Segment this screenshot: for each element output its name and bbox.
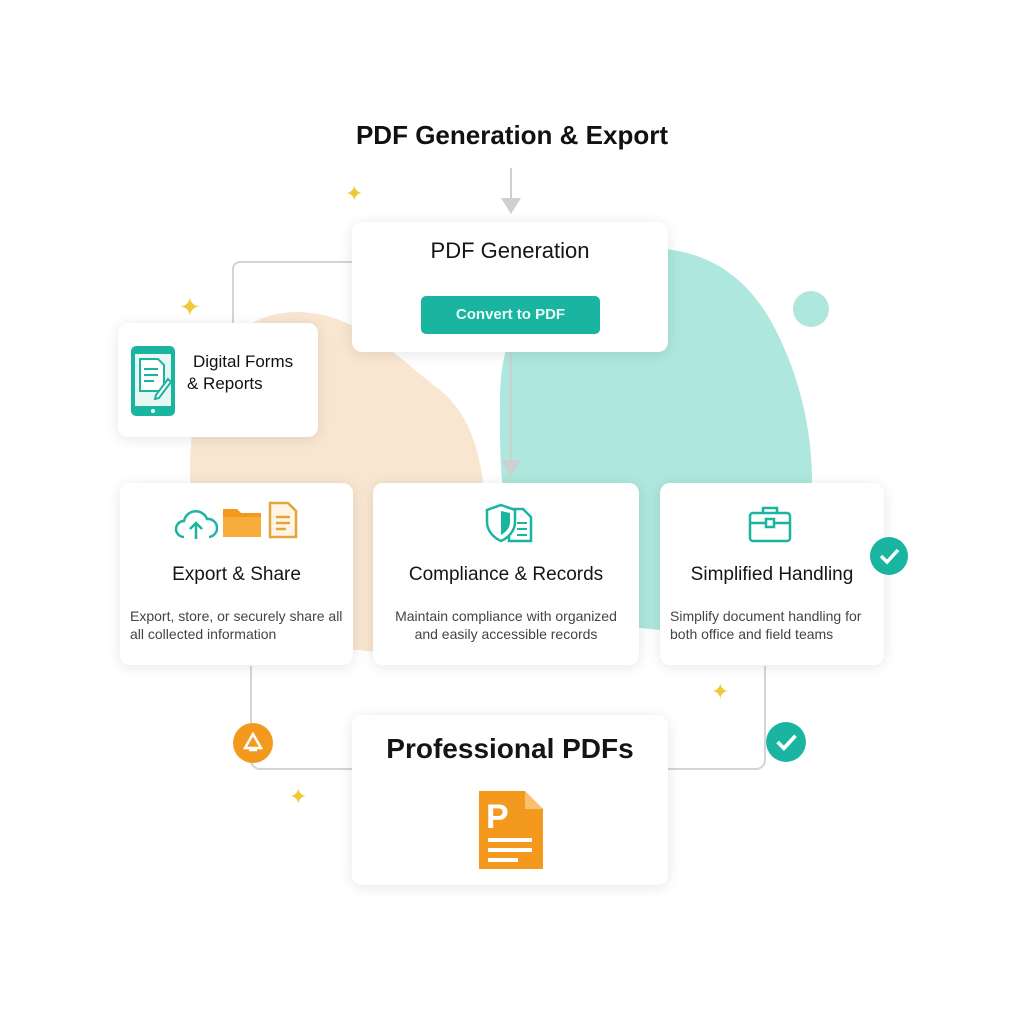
- folder-icon: [223, 509, 261, 537]
- pdf-generation-card: PDF Generation Convert to PDF: [352, 222, 668, 352]
- export-share-desc-1: Export, store, or securely share all: [130, 608, 343, 624]
- check-circle-icon: [766, 722, 806, 762]
- export-share-title: Export & Share: [172, 564, 301, 585]
- page-title: PDF Generation & Export: [355, 120, 669, 150]
- compliance-desc-1: Maintain compliance with organized: [395, 608, 617, 624]
- digital-forms-line1: Digital Forms: [193, 352, 294, 371]
- arrow-head-icon: [501, 198, 521, 214]
- cloud-upload-icon: [174, 510, 218, 539]
- connector-left: [250, 666, 354, 770]
- pdf-file-icon: P: [479, 791, 543, 869]
- export-share-desc-2: all collected information: [130, 626, 277, 642]
- arrow-line-top: [510, 168, 512, 204]
- tablet-form-icon: [131, 346, 175, 416]
- document-icon: [268, 501, 298, 539]
- compliance-records-card: Compliance & Records Maintain compliance…: [373, 483, 639, 665]
- orange-badge-icon: [233, 723, 273, 763]
- connector-forms: [232, 261, 354, 325]
- sparkle-icon: ✦: [711, 679, 730, 704]
- simplified-handling-title: Simplified Handling: [690, 564, 854, 585]
- svg-text:P: P: [486, 798, 509, 836]
- convert-to-pdf-button[interactable]: Convert to PDF: [421, 296, 600, 334]
- compliance-desc-2: and easily accessible records: [414, 626, 598, 642]
- digital-forms-line2: & Reports: [187, 374, 263, 393]
- simplified-desc-1: Simplify document handling for: [670, 608, 862, 624]
- pdf-generation-title: PDF Generation: [430, 238, 590, 263]
- compliance-records-title: Compliance & Records: [408, 564, 604, 585]
- shield-document-icon: [485, 503, 533, 543]
- sparkle-icon: ✦: [345, 181, 364, 206]
- arrow-head-icon: [501, 460, 521, 476]
- briefcase-icon: [748, 506, 792, 543]
- digital-forms-card: Digital Forms & Reports: [118, 323, 318, 437]
- professional-pdfs-card: Professional PDFs P: [352, 715, 668, 885]
- mint-dot: [793, 291, 829, 327]
- connector-right: [668, 666, 766, 770]
- professional-pdfs-title: Professional PDFs: [386, 733, 634, 764]
- arrow-line-mid: [510, 352, 512, 462]
- simplified-handling-card: Simplified Handling Simplify document ha…: [660, 483, 884, 665]
- simplified-desc-2: both office and field teams: [670, 626, 834, 642]
- sparkle-icon: ✦: [289, 784, 308, 809]
- check-circle-icon: [870, 537, 908, 575]
- export-share-card: Export & Share Export, store, or securel…: [120, 483, 353, 665]
- sparkle-icon: ✦: [179, 292, 201, 322]
